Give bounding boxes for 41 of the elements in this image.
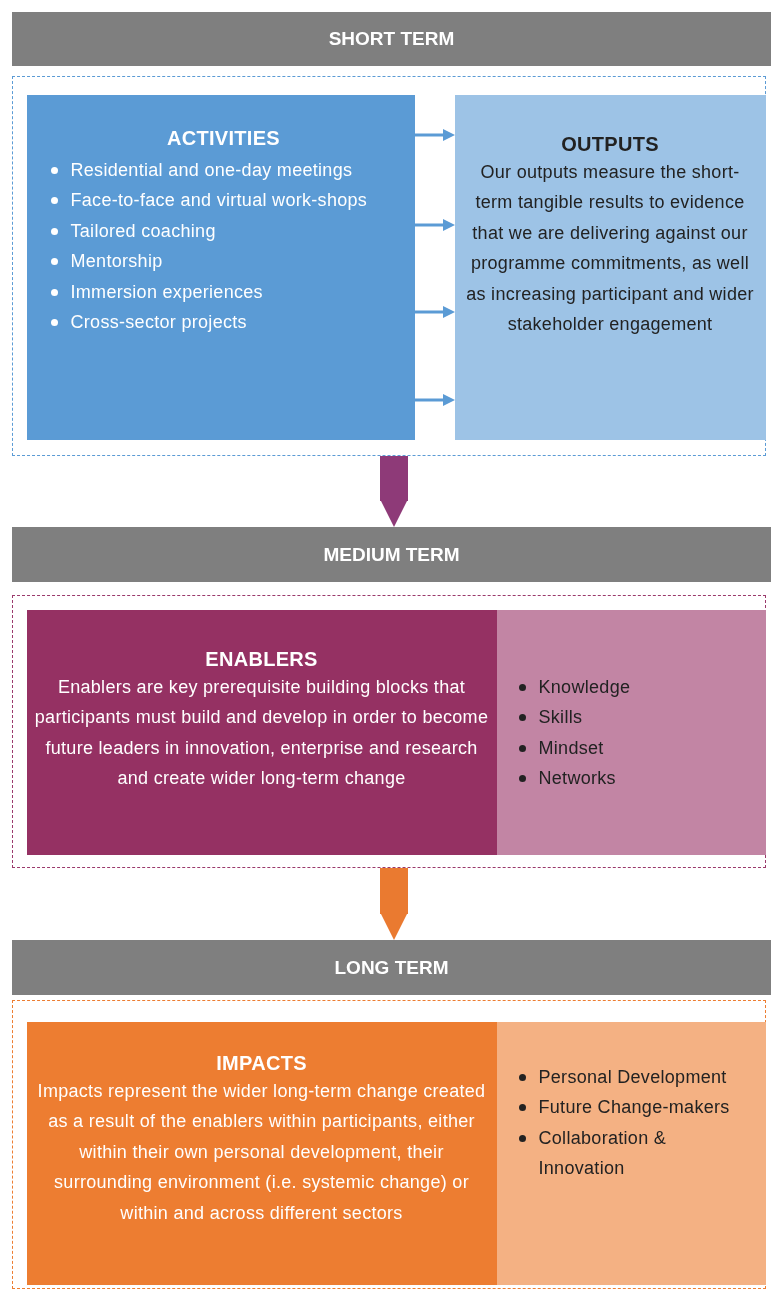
description: Impacts represent the wider long-term change created as a result of the enablers within participants, either within their own personal development, their surrounding environment (i.e. systemic change) or within and across different sectors [36, 1079, 487, 1225]
list-item: Cross-sector projects [70, 312, 247, 332]
box-heading: ENABLERS [204, 646, 319, 672]
box-heading: OUTPUTS [560, 131, 660, 157]
list-item: Personal Development [538, 1066, 727, 1087]
box-heading: ACTIVITIES [166, 125, 281, 151]
list-item: Residential and one-day meetings [70, 159, 353, 180]
arrow [415, 129, 455, 141]
arrow [380, 868, 408, 940]
content-box [26, 609, 497, 855]
list-panel [496, 609, 766, 855]
list-item: Knowledge [538, 676, 631, 697]
list-item: Networks [538, 768, 616, 788]
content-box [454, 94, 766, 440]
arrow [415, 219, 455, 231]
heading: SHORT TERM [328, 28, 455, 50]
list-item: Immersion experiences [70, 281, 263, 302]
list-panel [26, 94, 415, 440]
dashed-frame [12, 595, 766, 868]
description: Our outputs measure the short-term tangible results to evidence that we are delivering against our programme commitments, as well as increasing participant and wider stakeholder engagement [465, 160, 755, 336]
arrow [415, 394, 455, 406]
content-box [26, 1021, 497, 1285]
header-band [12, 940, 771, 995]
list-item: Collaboration & Innovation [538, 1127, 667, 1178]
header-band [12, 12, 771, 66]
list-item: Mentorship [70, 251, 163, 271]
list-panel [496, 1021, 766, 1285]
dashed-frame [12, 1000, 766, 1289]
arrow [415, 306, 455, 318]
box-heading: IMPACTS [215, 1050, 308, 1076]
list-item: Mindset [538, 737, 604, 758]
list-item: Skills [538, 707, 583, 727]
heading: LONG TERM [334, 956, 449, 979]
header-band [12, 527, 771, 582]
description: Enablers are key prerequisite building blocks that participants must build and develop in order to become future leaders in innovation, enterprise and research and create wider long-term change [34, 675, 489, 790]
arrow [380, 456, 408, 527]
list-item: Tailored coaching [70, 220, 216, 241]
list-item: Future Change-makers [538, 1097, 730, 1117]
dashed-frame [12, 76, 766, 456]
list-item: Face-to-face and virtual work-shops [70, 190, 368, 210]
heading: MEDIUM TERM [323, 543, 460, 566]
